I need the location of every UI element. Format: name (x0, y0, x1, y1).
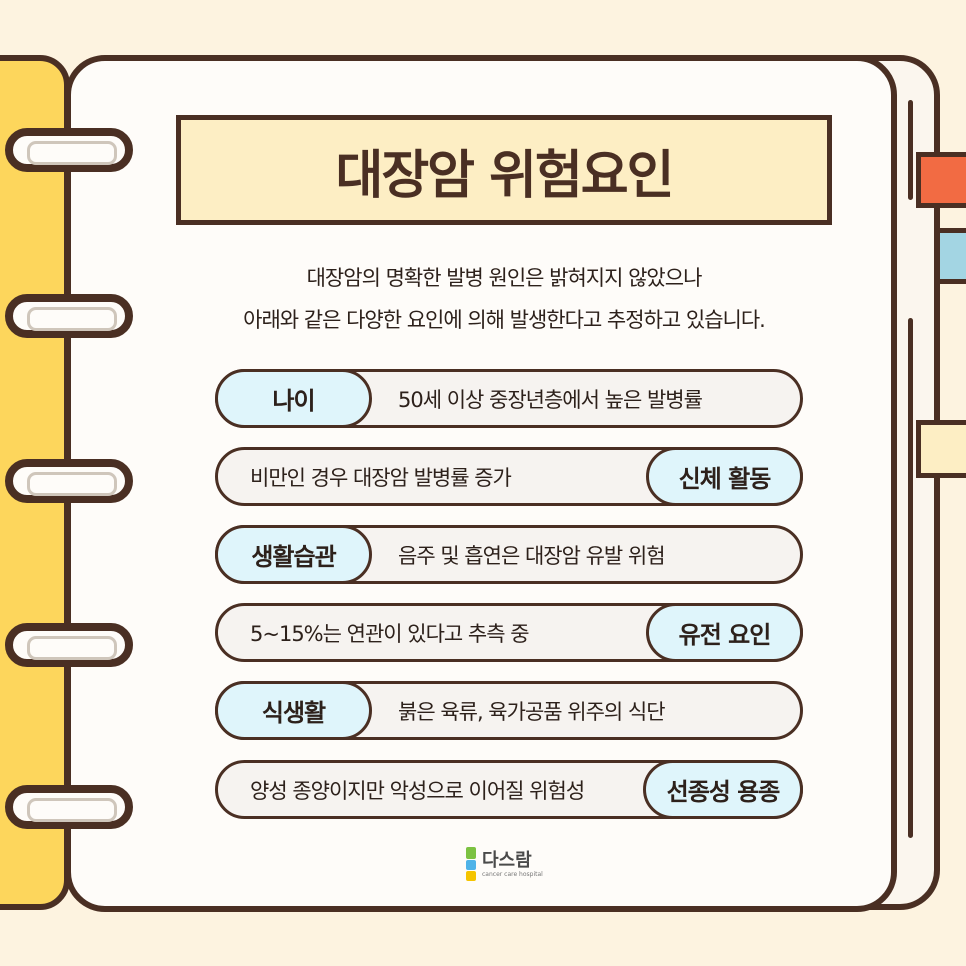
description-line-2: 아래와 같은 다양한 요인에 의해 발생한다고 추정하고 있습니다. (243, 308, 766, 332)
binder-ring-icon (5, 459, 133, 503)
factor-label: 나이 (215, 369, 372, 428)
risk-factor-diet: 식생활 붉은 육류, 육가공품 위주의 식단 (215, 681, 803, 740)
factor-text: 비만인 경우 대장암 발병률 증가 (250, 465, 512, 490)
factor-text: 붉은 육류, 육가공품 위주의 식단 (398, 699, 666, 724)
logo-name: 다스람 (482, 850, 532, 871)
tab-blue (935, 228, 966, 284)
tab-yellow (916, 420, 966, 478)
factor-text: 양성 종양이지만 악성으로 이어질 위험성 (250, 778, 585, 803)
binder-ring-icon (5, 623, 133, 667)
factor-label: 생활습관 (215, 525, 372, 584)
binder-ring-icon (5, 294, 133, 338)
logo-subtitle: cancer care hospital (482, 871, 543, 878)
risk-factor-adenoma: 양성 종양이지만 악성으로 이어질 위험성 선종성 용종 (215, 760, 803, 819)
risk-factor-age: 나이 50세 이상 중장년층에서 높은 발병률 (215, 369, 803, 428)
back-page-line (908, 100, 913, 200)
page-title: 대장암 위험요인 (335, 145, 675, 206)
factor-text: 5~15%는 연관이 있다고 추측 중 (250, 621, 530, 646)
risk-factor-physical-activity: 비만인 경우 대장암 발병률 증가 신체 활동 (215, 447, 803, 506)
binder-ring-icon (5, 785, 133, 829)
factor-label: 식생활 (215, 681, 372, 740)
back-page-line (908, 318, 913, 838)
factor-text: 50세 이상 중장년층에서 높은 발병률 (398, 387, 703, 412)
binder-ring-icon (5, 128, 133, 172)
hospital-logo: 다스람 cancer care hospital (466, 847, 543, 883)
factor-text: 음주 및 흡연은 대장암 유발 위험 (398, 543, 666, 568)
risk-factor-lifestyle: 생활습관 음주 및 흡연은 대장암 유발 위험 (215, 525, 803, 584)
factor-label: 유전 요인 (646, 603, 803, 662)
title-box: 대장암 위험요인 (176, 115, 832, 225)
logo-mark-icon (466, 847, 478, 883)
tab-orange (916, 152, 966, 208)
risk-factor-genetics: 5~15%는 연관이 있다고 추측 중 유전 요인 (215, 603, 803, 662)
description-line-1: 대장암의 명확한 발병 원인은 밝혀지지 않았으나 (306, 266, 703, 290)
factor-label: 선종성 용종 (643, 760, 803, 819)
factor-label: 신체 활동 (646, 447, 803, 506)
